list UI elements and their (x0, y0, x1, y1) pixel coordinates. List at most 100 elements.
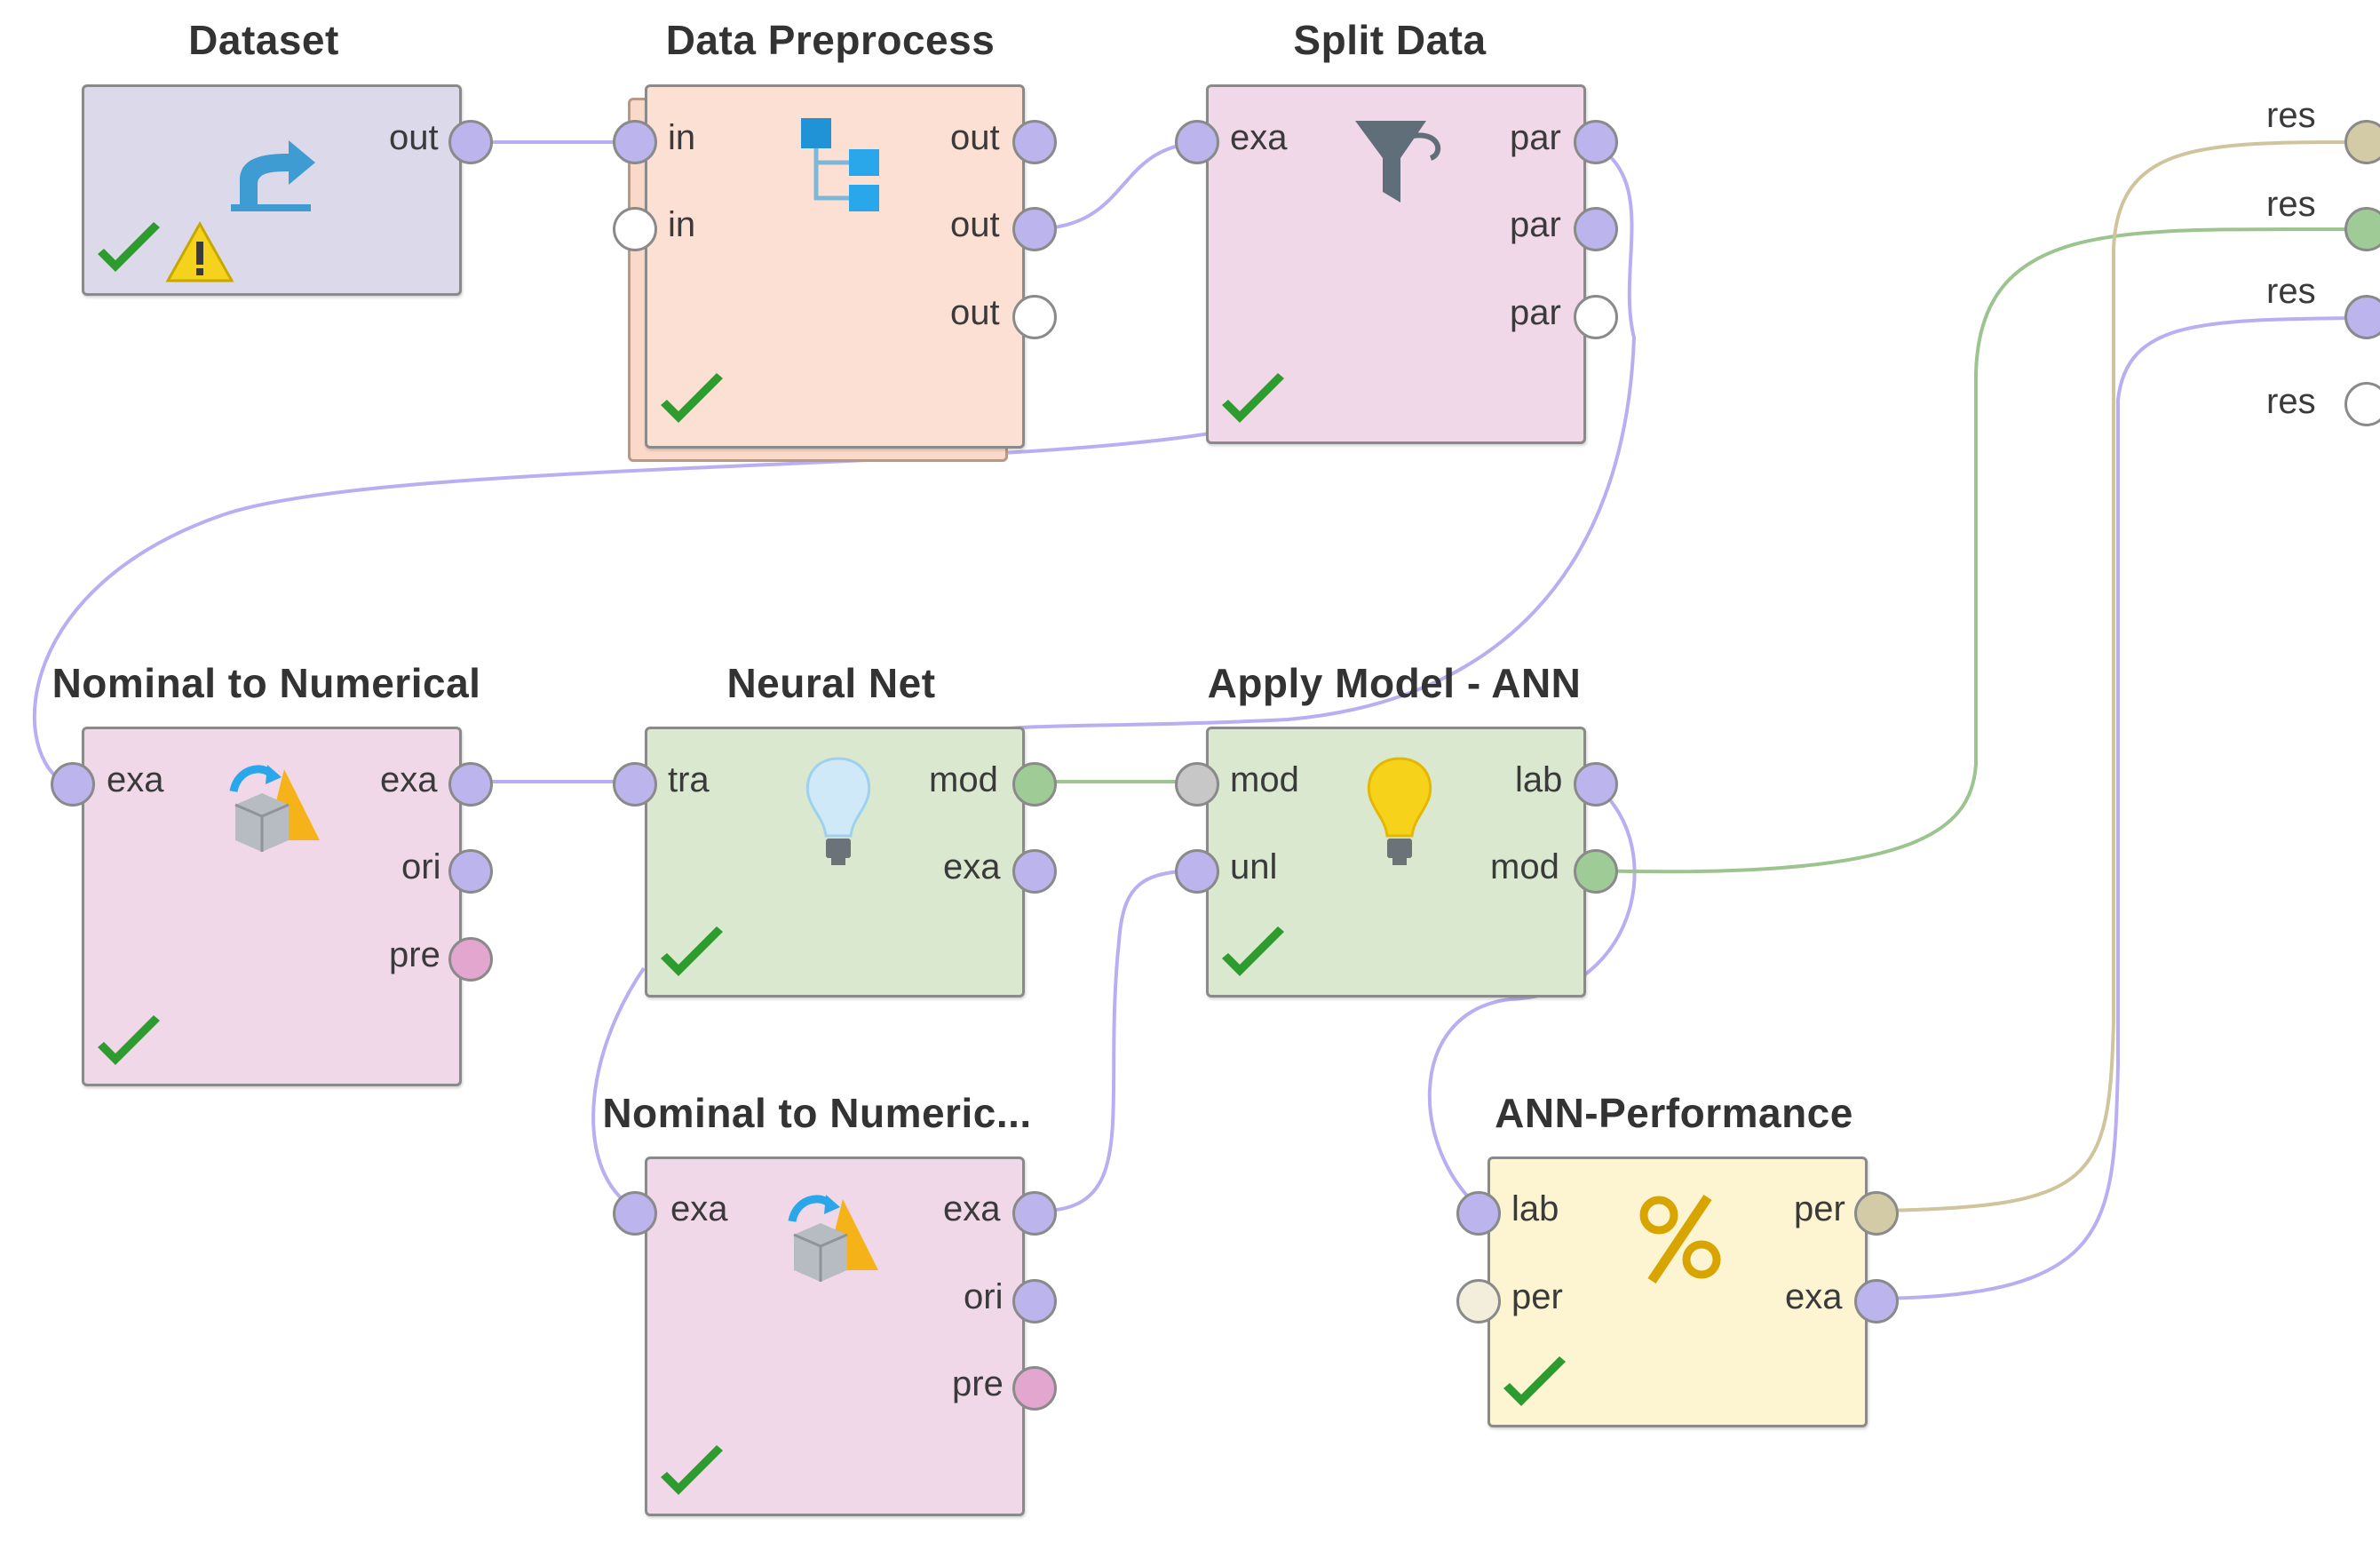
port-label: ori (964, 1277, 1004, 1316)
port-nominal-in[interactable] (51, 762, 95, 807)
port-label: out (950, 205, 1000, 244)
port-label: exa (1230, 118, 1288, 157)
warning-icon (165, 220, 234, 282)
port-label: unl (1230, 847, 1278, 886)
port-nominal2-in[interactable] (613, 1191, 657, 1236)
port-label: lab (1511, 1189, 1559, 1228)
operator-dataset[interactable] (82, 84, 462, 296)
port-neuralnet-in-tra[interactable] (613, 762, 657, 807)
port-label: par (1510, 293, 1561, 332)
wire-applymodel-to-res2[interactable] (1589, 227, 2363, 874)
port-nominal-out-ori[interactable] (448, 849, 493, 894)
port-preprocess-in-1[interactable] (613, 120, 657, 164)
port-neuralnet-out-exa[interactable] (1012, 849, 1057, 894)
port-label: pre (389, 935, 440, 974)
retrieve-arrow-icon (231, 140, 315, 211)
port-label: exa (380, 760, 438, 799)
operator-data-preprocess[interactable] (645, 84, 1025, 449)
port-label: exa (670, 1189, 728, 1228)
operator-nominal-to-numeric-2[interactable] (645, 1156, 1025, 1516)
operator-title: Nominal to Numerical (52, 660, 481, 706)
result-port-label: res (2266, 382, 2316, 421)
port-label: tra (668, 760, 710, 799)
port-nominal2-out-ori[interactable] (1012, 1279, 1057, 1323)
port-apply-in-unl[interactable] (1175, 849, 1219, 894)
operator-title: Dataset (188, 17, 339, 63)
check-icon (1222, 373, 1284, 423)
wire-applymodel-to-performance[interactable] (1427, 780, 1637, 1212)
port-dataset-out[interactable] (448, 120, 493, 164)
lightbulb-blue-icon (805, 757, 871, 865)
port-apply-out-mod[interactable] (1574, 849, 1618, 894)
port-performance-out-exa[interactable] (1854, 1279, 1899, 1323)
lightbulb-yellow-icon (1367, 757, 1432, 865)
port-nominal-out-pre[interactable] (448, 937, 493, 982)
port-preprocess-out-1[interactable] (1012, 120, 1057, 164)
port-label: par (1510, 118, 1561, 157)
port-apply-in-mod[interactable] (1175, 762, 1219, 807)
port-split-in[interactable] (1175, 120, 1219, 164)
subprocess-hierarchy-icon (801, 118, 879, 211)
wire-performance-to-res1[interactable] (1873, 140, 2363, 1212)
wire-preprocess-to-nominal2[interactable] (591, 966, 646, 1212)
operator-title: Neural Net (726, 660, 936, 706)
port-label: exa (1785, 1277, 1843, 1316)
port-nominal-out-exa[interactable] (448, 762, 493, 807)
wire-performance-to-res3[interactable] (1873, 316, 2363, 1300)
percent-icon (1639, 1194, 1721, 1284)
port-label: out (950, 118, 1000, 157)
operator-split-data[interactable] (1206, 84, 1586, 444)
port-label: exa (107, 760, 164, 799)
port-preprocess-out-2[interactable] (1012, 207, 1057, 251)
port-label: pre (952, 1364, 1004, 1403)
operator-title: Split Data (1293, 17, 1487, 63)
port-preprocess-out-3[interactable] (1012, 295, 1057, 339)
port-label: in (668, 118, 696, 157)
port-apply-out-lab[interactable] (1574, 762, 1618, 807)
port-performance-out-per[interactable] (1854, 1191, 1899, 1236)
port-split-out-2[interactable] (1574, 207, 1618, 251)
check-icon (98, 222, 160, 272)
port-neuralnet-out-mod[interactable] (1012, 762, 1057, 807)
port-split-out-1[interactable] (1574, 120, 1618, 164)
check-icon (661, 1445, 723, 1495)
port-label: lab (1515, 760, 1563, 799)
port-nominal2-out-pre[interactable] (1012, 1366, 1057, 1411)
port-label: mod (1230, 760, 1299, 799)
operator-ann-performance[interactable] (1488, 1156, 1868, 1427)
result-port-label: res (2266, 96, 2316, 135)
port-label: par (1510, 205, 1561, 244)
check-icon (661, 373, 723, 423)
result-port-1[interactable] (2344, 120, 2380, 164)
check-icon (98, 1015, 160, 1065)
port-label: mod (929, 760, 998, 799)
wire-split-to-applymodel[interactable] (994, 140, 1637, 732)
port-label: per (1511, 1277, 1563, 1316)
port-performance-in-per[interactable] (1456, 1279, 1501, 1323)
wire-nominal2-to-applymodel[interactable] (1029, 869, 1210, 1213)
operator-apply-model[interactable] (1206, 727, 1586, 998)
result-port-label: res (2266, 272, 2316, 311)
port-split-out-3[interactable] (1574, 295, 1618, 339)
port-label: mod (1490, 847, 1559, 886)
port-label: out (389, 118, 439, 157)
port-label: ori (401, 847, 441, 886)
result-port-2[interactable] (2344, 207, 2380, 251)
check-icon (1503, 1356, 1566, 1406)
cube-cone-convert-icon (788, 1195, 878, 1282)
cube-cone-convert-icon (229, 765, 320, 852)
operator-title: Data Preprocess (665, 17, 996, 63)
operator-nominal-to-numerical[interactable] (82, 727, 462, 1086)
operator-title: Nominal to Numeric... (602, 1090, 1032, 1136)
check-icon (661, 926, 723, 976)
port-performance-in-lab[interactable] (1456, 1191, 1501, 1236)
result-port-3[interactable] (2344, 295, 2380, 339)
result-port-4[interactable] (2344, 382, 2380, 426)
check-icon (1222, 926, 1284, 976)
port-preprocess-in-2[interactable] (613, 207, 657, 251)
result-port-label: res (2266, 185, 2316, 224)
port-nominal2-out-exa[interactable] (1012, 1191, 1057, 1236)
operator-neural-net[interactable] (645, 727, 1025, 998)
port-label: out (950, 293, 1000, 332)
